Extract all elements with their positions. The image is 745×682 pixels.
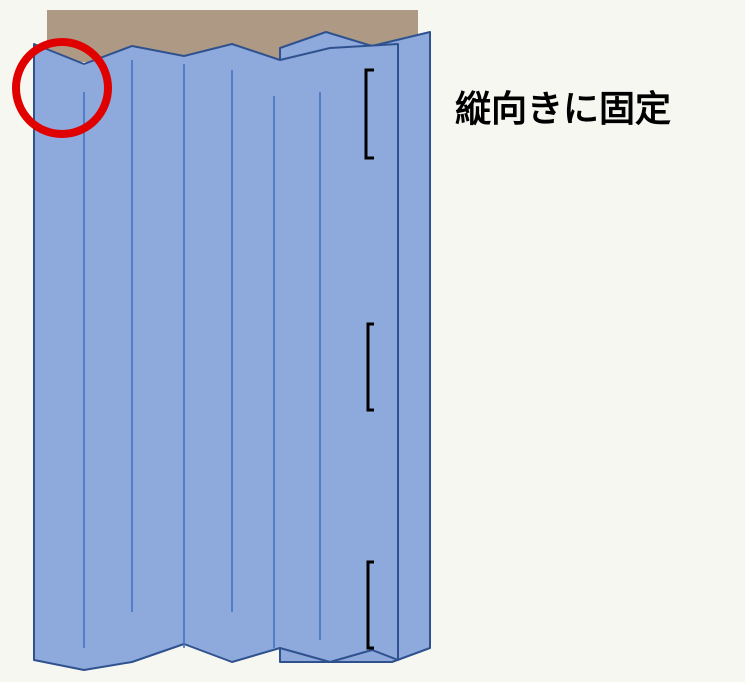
fold-lines — [83, 60, 321, 648]
red-circle-marker — [12, 38, 112, 138]
caption-label: 縦向きに固定 — [455, 89, 672, 130]
folding-curtain-panel — [33, 43, 399, 671]
clip-bracket-middle — [366, 322, 374, 412]
clip-bracket-bottom — [366, 560, 374, 650]
clip-bracket-top — [364, 68, 374, 160]
